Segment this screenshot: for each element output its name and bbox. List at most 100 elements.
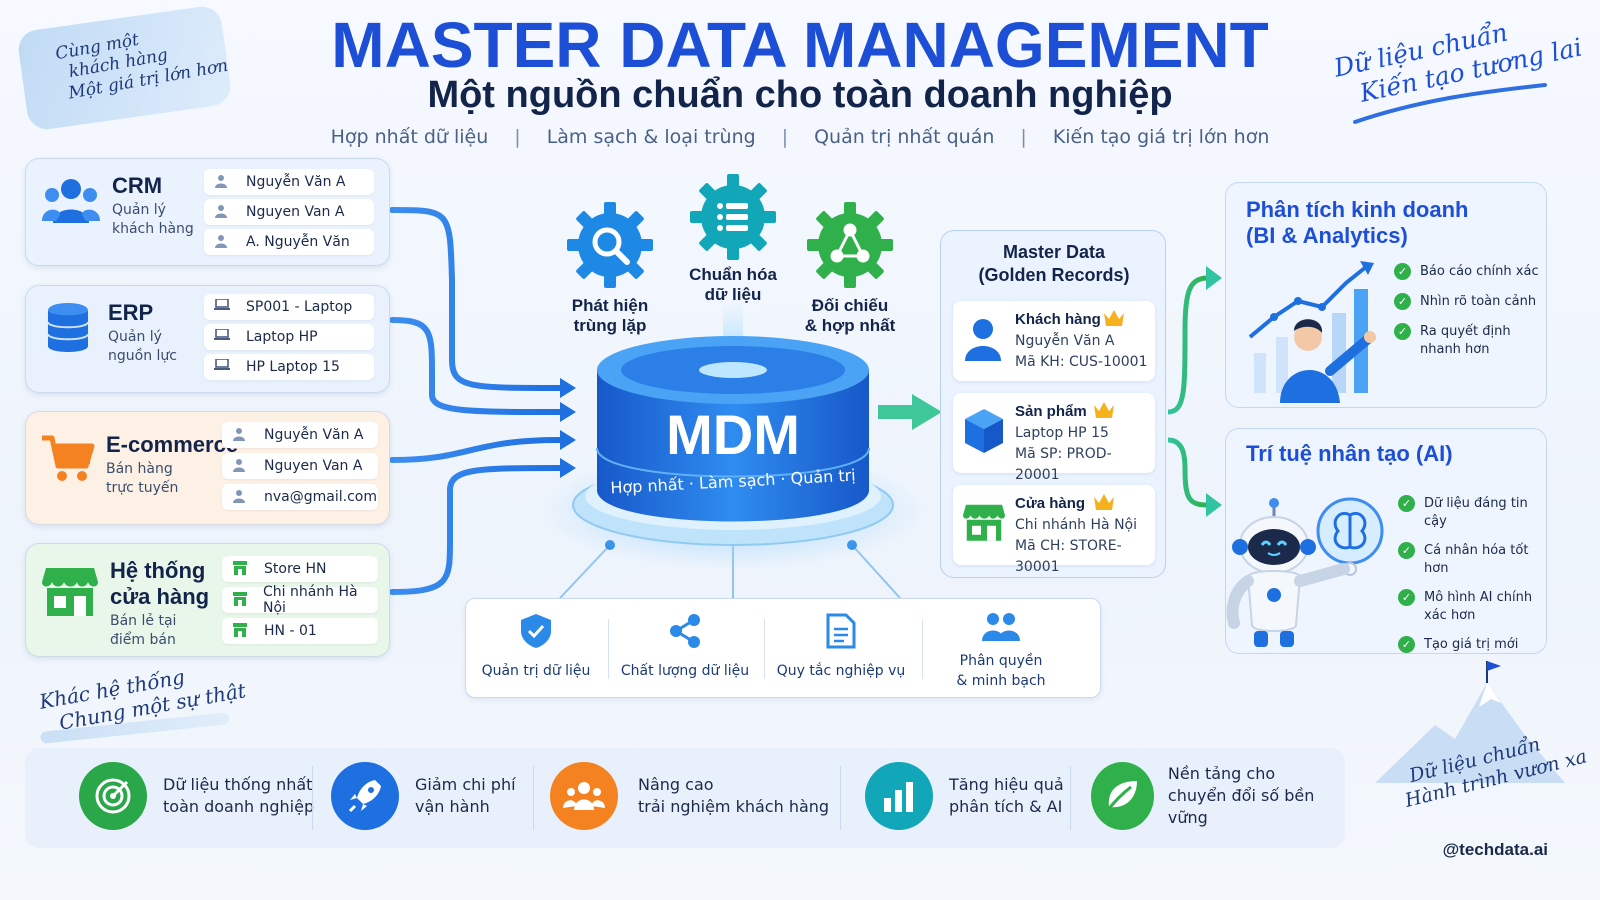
desc-line: Bán lẻ tại [110,613,177,629]
governance-label: Quản trị dữ liệu [466,661,606,681]
source-title: CRM [112,173,163,198]
desc-line: Quản lý [112,202,166,218]
desc-line: trực tuyến [106,480,179,496]
record-item: Nguyễn Văn A [204,169,374,195]
record-item: Laptop HP [204,324,374,350]
record-item: Chi nhánh Hà Nội [222,584,378,616]
tagline-1: Hợp nhất dữ liệu [330,126,489,148]
golden-item-product: Sản phẩm Laptop HP 15 Mã SP: PROD-20001 [953,393,1155,483]
record-text: Laptop HP [246,329,318,345]
record-text: Nguyễn Văn A [264,427,364,443]
record-item: Store HN [222,556,378,582]
brush-stroke [1353,83,1547,124]
detail-line: Laptop HP 15 [1015,425,1109,441]
check-item: ✓Tạo giá trị mới [1398,636,1544,654]
governance-item: Quy tắc nghiệp vụ [766,599,916,699]
record-text: Nguyễn Văn A [246,174,346,190]
output-card-ai: Trí tuệ nhân tạo (AI) ✓Dữ liệu đáng tin … [1225,428,1547,654]
store-icon [232,623,250,639]
label-line: Giảm chi phí [415,775,516,794]
customers-icon [550,762,618,830]
store-icon [232,592,249,608]
person-icon [214,234,232,250]
label-line: dữ liệu [704,285,762,304]
divider [533,766,534,830]
divider [608,619,609,679]
users-icon [982,613,1020,641]
title-line: cửa hàng [110,584,210,609]
record-item: Nguyễn Văn A [222,422,378,448]
label-line: Phát hiện [571,296,649,315]
crown-icon [1104,310,1124,326]
gear-label-standardize: Chuẩn hóa dữ liệu [678,265,788,305]
target-icon [79,762,147,830]
governance-label: Chất lượng dữ liệu [610,661,760,681]
gear-detect-duplicates [567,202,653,288]
person-icon [232,458,250,474]
check-text: Mô hình AI chính xác hơn [1424,590,1533,623]
benefit-label: Giảm chi phí vận hành [415,774,516,818]
record-text: Chi nhánh Hà Nội [262,584,358,616]
source-desc: Bán lẻ tại điểm bán [110,612,176,650]
record-list: SP001 - Laptop Laptop HP HP Laptop 15 [204,294,374,380]
robot-illustration [1226,497,1384,647]
title-line: Phân tích kinh doanh [1246,197,1469,222]
person-icon [965,319,1001,361]
record-text: HP Laptop 15 [246,359,340,375]
record-list: Nguyễn Văn A Nguyen Van A nva@gmail.com [222,422,378,510]
source-desc: Bán hàng trực tuyến [106,460,178,498]
label-line: vận hành [415,797,490,816]
benefit-item: Nền tảng cho chuyển đổi số bền vững [1091,762,1345,830]
bi-checklist: ✓Báo cáo chính xác ✓Nhìn rõ toàn cảnh ✓R… [1394,263,1544,359]
desc-line: khách hàng [112,221,194,237]
rocket-icon [331,762,399,830]
person-icon [232,427,250,443]
divider [312,766,313,830]
crown-icon [1094,494,1114,510]
analyst-chart-illustration [1248,261,1376,403]
desc-line: điểm bán [110,632,176,648]
golden-item-details: Laptop HP 15 Mã SP: PROD-20001 [1015,423,1155,486]
golden-item-title: Sản phẩm [1015,403,1087,420]
check-item: ✓ Báo cáo chính xác [1394,263,1544,281]
mdm-hub-graphic [538,300,928,570]
brain-icon [1333,512,1367,550]
detail-line: Nguyễn Văn A [1015,333,1115,349]
label-line: Tăng hiệu quả [949,775,1064,794]
detail-line: Chi nhánh Hà Nội [1015,517,1137,533]
benefits-bar: Dữ liệu thống nhất toàn doanh nghiệp Giả… [25,748,1345,848]
desc-line: nguồn lực [108,348,177,364]
laptop-icon [214,298,232,315]
record-text: Store HN [264,561,327,577]
record-item: Nguyen Van A [222,453,378,479]
governance-label: Phân quyền & minh bạch [926,651,1076,691]
golden-item-title: Khách hàng [1015,311,1101,328]
record-text: HN - 01 [264,623,317,639]
label-line: & hợp nhất [804,316,896,335]
record-text: nva@gmail.com [264,489,377,505]
record-item: A. Nguyễn Văn [204,229,374,255]
governance-item: Chất lượng dữ liệu [610,599,760,699]
label-line: Dữ liệu thống nhất [163,775,313,794]
person-icon [232,489,250,505]
footer-handle: @techdata.ai [1442,840,1548,859]
label-line: & minh bạch [956,673,1046,689]
laptop-icon [214,328,232,345]
check-text: Báo cáo chính xác [1420,264,1539,279]
check-icon: ✓ [1394,263,1411,280]
check-item: ✓Mô hình AI chính xác hơn [1398,589,1544,625]
label-line: trùng lặp [573,316,647,335]
label-line: Nâng cao [638,775,714,794]
golden-item-customer: Khách hàng Nguyễn Văn A Mã KH: CUS-10001 [953,301,1155,381]
check-icon: ✓ [1398,495,1415,512]
record-list: Store HN Chi nhánh Hà Nội HN - 01 [222,556,378,644]
golden-item-store: Cửa hàng Chi nhánh Hà Nội Mã CH: STORE-3… [953,485,1155,575]
tagline-2: Làm sạch & loại trùng [546,126,756,148]
source-desc: Quản lý khách hàng [112,201,194,239]
label-line: Quản trị dữ liệu [481,663,591,679]
check-icon: ✓ [1394,293,1411,310]
record-item: SP001 - Laptop [204,294,374,320]
record-text: A. Nguyễn Văn [246,234,350,250]
governance-label: Quy tắc nghiệp vụ [766,661,916,681]
